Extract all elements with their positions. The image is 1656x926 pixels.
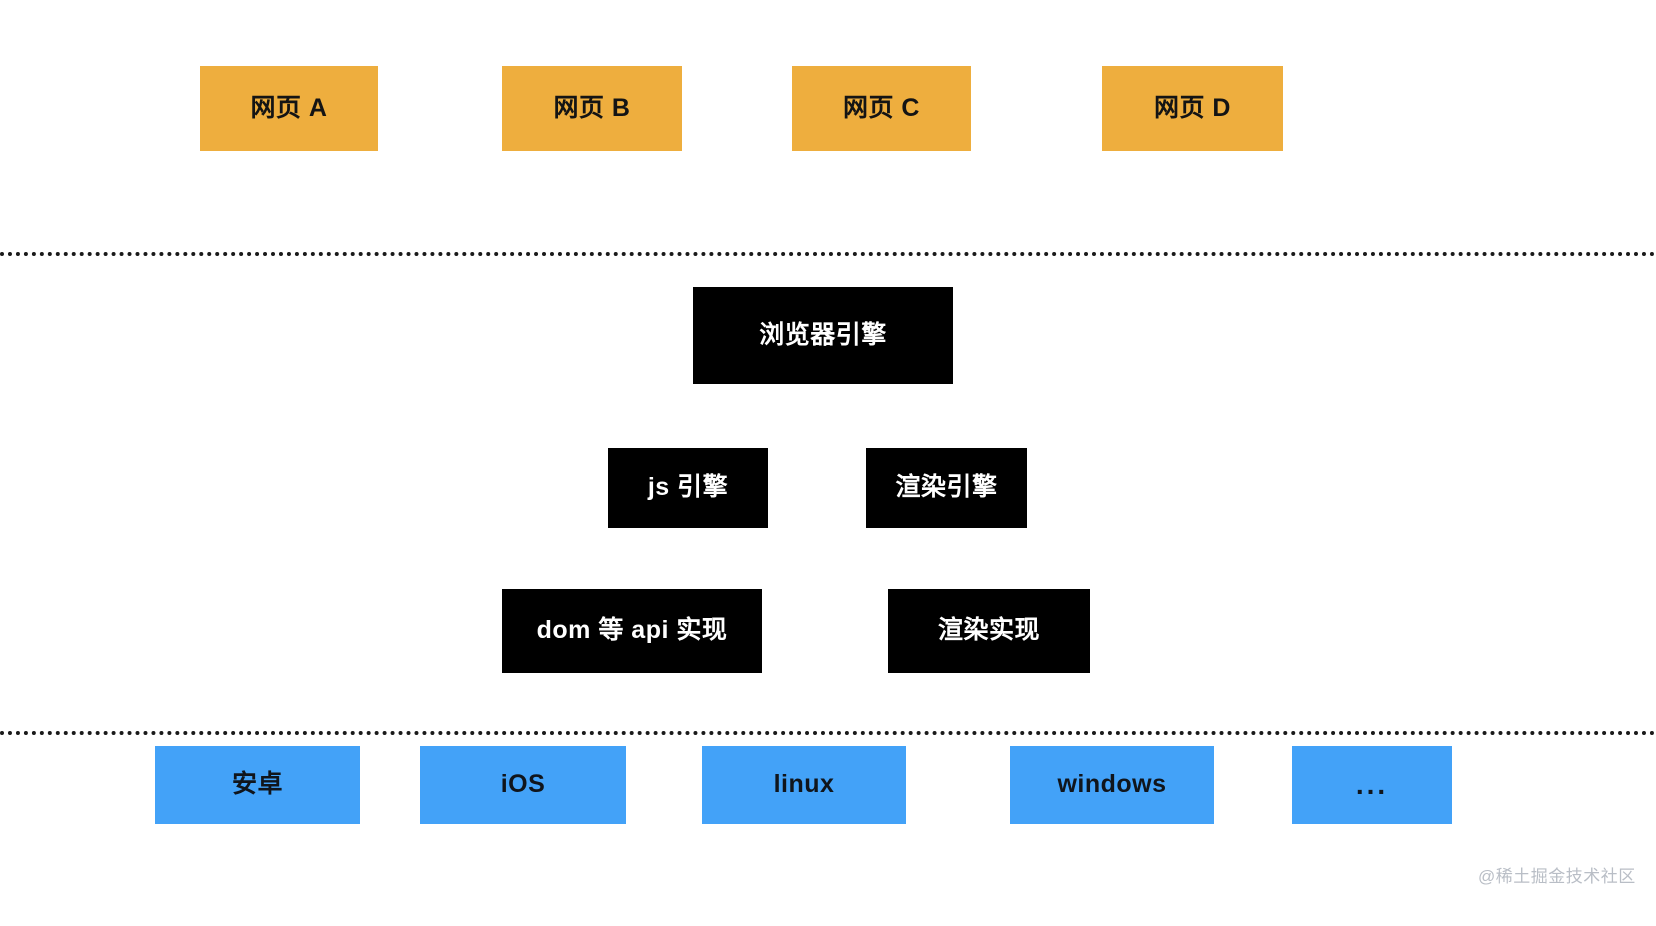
node-os-linux[interactable]: linux — [702, 746, 906, 824]
node-web-page-d[interactable]: 网页 D — [1102, 66, 1283, 151]
divider-engine-os — [0, 731, 1656, 735]
node-os-ios[interactable]: iOS — [420, 746, 626, 824]
node-dom-api-implementation[interactable]: dom 等 api 实现 — [502, 589, 762, 673]
node-js-engine[interactable]: js 引擎 — [608, 448, 768, 528]
node-web-page-c[interactable]: 网页 C — [792, 66, 971, 151]
node-os-windows[interactable]: windows — [1010, 746, 1214, 824]
node-render-implementation[interactable]: 渲染实现 — [888, 589, 1090, 673]
node-render-engine[interactable]: 渲染引擎 — [866, 448, 1027, 528]
node-web-page-b[interactable]: 网页 B — [502, 66, 682, 151]
node-web-page-a[interactable]: 网页 A — [200, 66, 378, 151]
node-os-more[interactable]: ... — [1292, 746, 1452, 824]
node-browser-engine[interactable]: 浏览器引擎 — [693, 287, 953, 384]
node-os-android[interactable]: 安卓 — [155, 746, 360, 824]
divider-pages-engine — [0, 252, 1656, 256]
watermark-label: @稀土掘金技术社区 — [1478, 867, 1636, 886]
